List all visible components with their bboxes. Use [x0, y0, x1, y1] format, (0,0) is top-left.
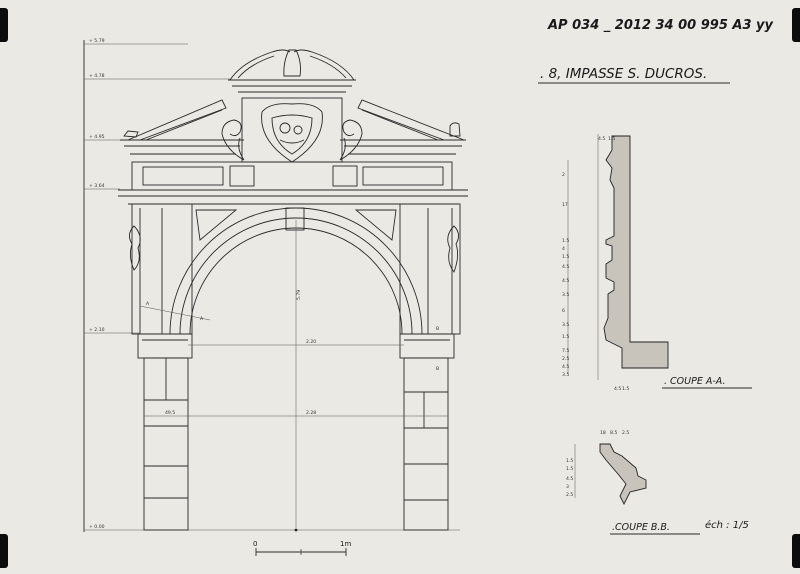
binder-clip-bottom-right [792, 534, 800, 568]
section-mark-b: B [436, 326, 439, 332]
section-mark-a: A [200, 316, 204, 322]
section-aa-label: . COUPE A-A. [664, 376, 725, 387]
section-aa-dim: 2 [562, 172, 565, 178]
section-bb-drawing [574, 443, 647, 506]
section-aa-dim: 1.5 [562, 238, 569, 244]
span-upper-dimension: 2.20 [306, 339, 316, 345]
section-aa-dim: 4.5 [562, 364, 569, 370]
level-mark: + 4.95 [89, 134, 105, 140]
scale-bar-end: 1m [340, 540, 351, 548]
section-bb-dim: 1.5 [566, 466, 573, 472]
section-aa-dim: 17 [562, 202, 568, 208]
section-mark-b: B [436, 366, 439, 372]
section-aa-bottom-dim: 4.5 [614, 386, 621, 392]
archive-reference: AP 034 _ 2012 34 00 995 A3 yy [547, 18, 774, 33]
section-bb-top-dim: 2.5 [622, 430, 629, 436]
section-aa-drawing [567, 134, 669, 380]
scale-bar [255, 548, 347, 556]
section-aa-dim: 4 [562, 246, 565, 252]
section-aa-dim: 7.5 [562, 348, 569, 354]
drawing-scale: éch : 1/5 [705, 519, 749, 531]
arch-height-dimension: 5.79 [296, 290, 302, 300]
section-bb-dim: 3 [566, 484, 569, 490]
section-bb-top-dim: 18 [600, 430, 606, 436]
section-aa-dim: 3.5 [562, 372, 569, 378]
section-aa-dim: 1.5 [562, 254, 569, 260]
level-mark: + 5.79 [89, 38, 105, 44]
span-lower-dimension: 2.28 [306, 410, 316, 416]
section-bb-label: .COUPE B.B. [612, 522, 670, 533]
level-mark: + 2.10 [89, 327, 105, 333]
level-mark: + 3.64 [89, 183, 105, 189]
jamb-dimension: 49.5 [165, 410, 175, 416]
dimension-lines [139, 220, 448, 532]
section-bb-dim: 4.5 [566, 476, 573, 482]
section-aa-dim: 1.5 [562, 334, 569, 340]
doorway-elevation [118, 49, 468, 531]
section-bb-dim: 1.5 [566, 458, 573, 464]
binder-clip-bottom-left [0, 534, 8, 568]
section-aa-top-dim: 4.5 [598, 136, 605, 142]
section-aa-dim: 3.5 [562, 292, 569, 298]
section-mark-a: A [146, 301, 150, 307]
section-bb-dim: 2.5 [566, 492, 573, 498]
section-aa-top-dim: 1.5 [608, 136, 615, 142]
section-bb-top-dim: 8.5 [610, 430, 617, 436]
section-aa-bottom-dim: 1.5 [622, 386, 629, 392]
section-aa-dim: 4.5 [562, 264, 569, 270]
section-aa-dim: 3.5 [562, 322, 569, 328]
binder-clip-top-left [0, 8, 8, 42]
section-aa-dim: 6 [562, 308, 565, 314]
scale-bar-start: 0 [253, 540, 257, 548]
level-mark: + 4.78 [89, 73, 105, 79]
binder-clip-top-right [792, 8, 800, 42]
section-aa-dim: 2.5 [562, 356, 569, 362]
drawing-title: . 8, IMPASSE S. DUCROS. [540, 66, 707, 82]
level-mark: + 0.00 [89, 524, 105, 530]
section-aa-dim: 4.5 [562, 278, 569, 284]
